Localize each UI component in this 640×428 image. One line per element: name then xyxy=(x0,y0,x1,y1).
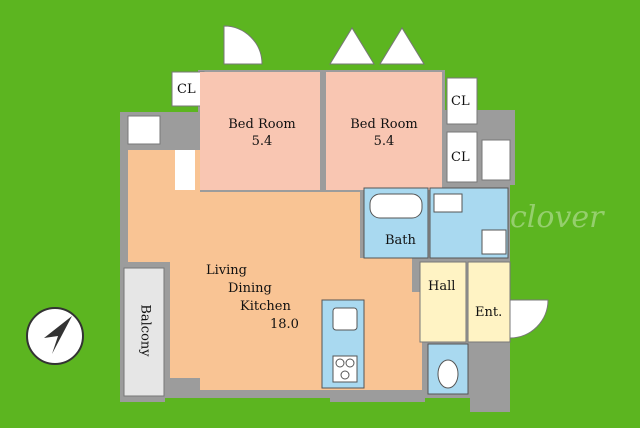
entrance-label: Ent. xyxy=(475,305,503,320)
ldk-line1: Living xyxy=(206,263,247,278)
bath-label: Bath xyxy=(385,233,416,248)
entrance-floor xyxy=(467,261,511,343)
closet-label-right-upper: CL xyxy=(451,94,470,109)
bedroom-left-size: 5.4 xyxy=(251,134,273,149)
hall-label: Hall xyxy=(428,279,456,294)
ldk-line3: Kitchen xyxy=(240,299,291,314)
window-swing-left xyxy=(223,25,263,65)
window-swing-right xyxy=(329,27,425,65)
bathtub-icon xyxy=(369,193,423,219)
washing-machine-icon xyxy=(481,229,507,255)
ldk-size: 18.0 xyxy=(270,317,299,332)
closet-right-upper xyxy=(446,77,478,125)
closet-label-top-left: CL xyxy=(177,82,196,97)
closet-right-lower xyxy=(446,131,478,183)
bedroom-right-floor xyxy=(326,72,442,190)
toilet-icon xyxy=(437,359,459,389)
bedroom-right-label: Bed Room 5.4 xyxy=(344,116,424,150)
closet-label-right-lower: CL xyxy=(451,150,470,165)
bedroom-right-size: 5.4 xyxy=(373,134,395,149)
utility-box-right xyxy=(481,139,511,181)
hall-floor xyxy=(419,261,467,343)
bedroom-left-name: Bed Room xyxy=(228,117,296,132)
kitchen-sink xyxy=(332,307,358,331)
bedroom-left-label: Bed Room 5.4 xyxy=(222,116,302,150)
bedroom-left-floor xyxy=(200,72,320,190)
ldk-line2: Dining xyxy=(228,281,272,296)
ldk-closet-white xyxy=(175,150,195,190)
watermark-logo: clover xyxy=(510,200,604,235)
utility-box-left xyxy=(127,115,161,145)
entrance-door-swing xyxy=(509,299,549,339)
washbasin-icon xyxy=(433,193,463,213)
balcony-floor xyxy=(123,267,165,397)
bedroom-right-name: Bed Room xyxy=(350,117,418,132)
stove-burners-icon xyxy=(332,355,358,383)
balcony-label: Balcony xyxy=(137,304,153,357)
north-compass-icon xyxy=(26,307,84,365)
watermark-brand: clover xyxy=(510,200,604,235)
